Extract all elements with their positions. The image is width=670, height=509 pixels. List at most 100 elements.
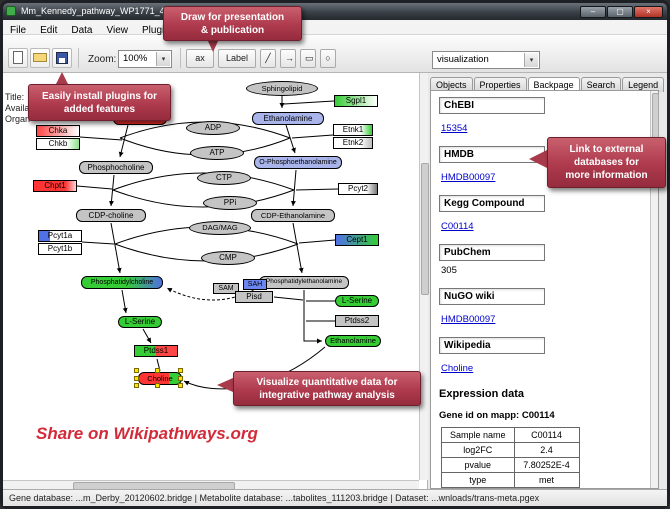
minimize-button[interactable]: –	[580, 6, 606, 18]
node-phosphatidylethanolamine[interactable]: Phosphatidylethanolamine	[259, 276, 349, 289]
node-etnk1[interactable]: Etnk1	[333, 124, 373, 136]
horizontal-scrollbar-thumb[interactable]	[73, 482, 235, 490]
node-cdp-choline[interactable]: CDP-choline	[76, 209, 146, 222]
rectangle-tool-icon: ▭	[305, 53, 314, 63]
save-button[interactable]	[52, 48, 72, 68]
callout-viz-line2: integrative pathway analysis	[259, 389, 395, 401]
menu-view[interactable]: View	[106, 25, 128, 36]
selection-handle[interactable]	[134, 368, 139, 373]
node-pcyt1a[interactable]: Pcyt1a	[38, 230, 82, 242]
node-o-phosphoethanolamine[interactable]: O-Phosphoethanolamine	[254, 156, 342, 169]
node-sgpl1[interactable]: Sgpl1	[334, 95, 378, 107]
wikipedia-link[interactable]: Choline	[441, 363, 474, 374]
selection-handle[interactable]	[155, 368, 160, 373]
node-pisd[interactable]: Pisd	[235, 291, 273, 303]
tab-properties[interactable]: Properties	[473, 77, 527, 92]
horizontal-scrollbar[interactable]	[3, 480, 419, 490]
line-tool-button[interactable]: ╱	[260, 49, 276, 68]
menu-plugins[interactable]: Plugins	[141, 25, 175, 36]
vertical-scrollbar[interactable]	[419, 73, 429, 480]
callout-viz-line1: Visualize quantitative data for	[256, 376, 398, 388]
node-cept1[interactable]: Cept1	[335, 234, 379, 246]
node-pcyt1b[interactable]: Pcyt1b	[38, 243, 82, 255]
selection-handle[interactable]	[134, 376, 139, 381]
datanode-tool-button[interactable]: ax	[186, 49, 214, 68]
nugo-link[interactable]: HMDB00097	[441, 314, 496, 325]
wikipedia-header: Wikipedia	[439, 337, 545, 354]
node-atp[interactable]: ATP	[190, 146, 244, 160]
chebi-link[interactable]: 15354	[441, 123, 468, 134]
node-ethanolamine[interactable]: Ethanolamine	[252, 112, 324, 125]
table-cell: 7.80252E-4	[513, 457, 580, 473]
title-label: Title:	[5, 92, 25, 102]
vertical-scrollbar-thumb[interactable]	[421, 163, 429, 295]
table-cell: pvalue	[441, 457, 515, 473]
node-etnk2[interactable]: Etnk2	[333, 137, 373, 149]
menu-edit[interactable]: Edit	[40, 25, 58, 36]
line-tool-icon: ╱	[265, 53, 271, 63]
selection-handle[interactable]	[178, 376, 183, 381]
node-ppi[interactable]: PPi	[203, 196, 257, 210]
callout-plugins-line2: added features	[63, 103, 136, 115]
node-l-serine-left[interactable]: L-Serine	[118, 316, 162, 328]
tab-backpage[interactable]: Backpage	[527, 77, 580, 92]
maximize-icon: ▢	[616, 7, 624, 16]
node-l-serine-right[interactable]: L-Serine	[335, 295, 379, 307]
callout-link-arrow-icon	[529, 150, 547, 168]
expression-data-title: Expression data	[439, 388, 524, 400]
hmdb-link[interactable]: HMDB00097	[441, 172, 496, 183]
node-phosphatidylcholine[interactable]: Phosphatidylcholine	[81, 276, 163, 289]
callout-plugins-line1: Easily install plugins for	[41, 90, 158, 102]
node-pcyt2[interactable]: Pcyt2	[338, 183, 378, 195]
visualization-value: visualization	[437, 54, 489, 65]
selection-handle[interactable]	[134, 383, 139, 388]
arrow-tool-button[interactable]: →	[280, 49, 296, 68]
callout-plugins-arrow-icon	[56, 72, 68, 84]
open-file-button[interactable]	[30, 48, 50, 68]
node-choline-selected[interactable]: Choline	[138, 372, 182, 385]
node-ptdss1[interactable]: Ptdss1	[134, 345, 178, 357]
ellipse-tool-button[interactable]: ○	[320, 49, 336, 68]
kegg-link[interactable]: C00114	[441, 221, 474, 232]
node-dag-mag[interactable]: DAG/MAG	[189, 221, 251, 235]
visualization-combobox[interactable]: visualization ▾	[432, 51, 540, 69]
node-cmp[interactable]: CMP	[201, 251, 255, 265]
node-ptdss2[interactable]: Ptdss2	[335, 315, 379, 327]
node-chkb[interactable]: Chkb	[36, 138, 80, 150]
node-ctp[interactable]: CTP	[197, 171, 251, 185]
node-cdp-ethanolamine[interactable]: CDP-Ethanolamine	[251, 209, 335, 222]
node-chka[interactable]: Chka	[36, 125, 80, 137]
table-cell: met	[513, 472, 580, 488]
close-button[interactable]: ×	[634, 6, 663, 18]
label-tool-button[interactable]: Label	[218, 49, 256, 68]
menu-file[interactable]: File	[10, 25, 27, 36]
selection-handle[interactable]	[178, 368, 183, 373]
tab-legend[interactable]: Legend	[622, 77, 665, 92]
node-sah[interactable]: SAH	[243, 279, 267, 290]
titlebar[interactable]: Mm_Kennedy_pathway_WP1771_45176.gp...	[3, 3, 667, 20]
maximize-button[interactable]: ▢	[607, 6, 633, 18]
zoom-combobox[interactable]: 100% ▾	[118, 50, 172, 68]
new-file-button[interactable]	[8, 48, 28, 68]
new-file-icon	[13, 51, 23, 64]
pubchem-value: 305	[441, 265, 457, 276]
tab-search[interactable]: Search	[580, 77, 622, 92]
window-title: Mm_Kennedy_pathway_WP1771_45176.gp...	[21, 6, 205, 16]
node-sphingolipid[interactable]: Sphingolipid	[246, 81, 318, 96]
node-ethanolamine-green[interactable]: Ethanolamine	[325, 335, 381, 347]
node-phosphocholine[interactable]: Phosphocholine	[79, 161, 153, 174]
callout-draw: Draw for presentation & publication	[163, 6, 302, 41]
node-chpt1[interactable]: Chpt1	[33, 180, 77, 192]
rectangle-tool-button[interactable]: ▭	[300, 49, 316, 68]
tab-objects[interactable]: Objects	[430, 77, 473, 92]
selection-handle[interactable]	[155, 383, 160, 388]
menu-data[interactable]: Data	[71, 25, 93, 36]
callout-link-line2: databases for	[573, 157, 640, 168]
node-adp[interactable]: ADP	[186, 121, 240, 135]
callout-viz-arrow-icon	[217, 378, 233, 392]
save-icon	[56, 52, 68, 64]
toolbar-separator	[78, 48, 79, 68]
selection-handle[interactable]	[178, 383, 183, 388]
